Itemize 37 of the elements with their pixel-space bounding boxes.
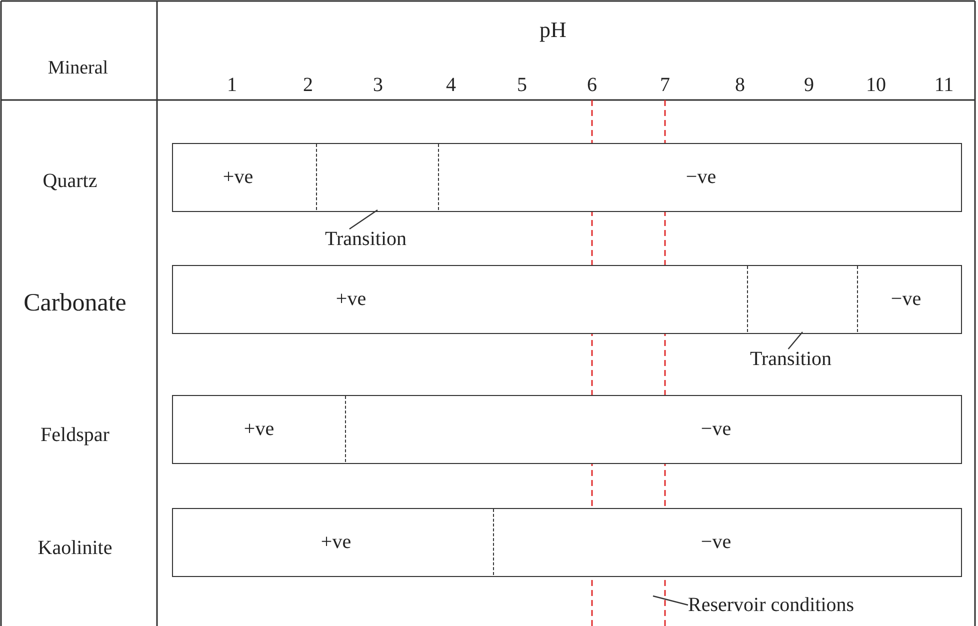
callout-text: Reservoir conditions — [688, 595, 854, 615]
charge-label: +ve — [336, 288, 366, 308]
tick-label: 1 — [227, 75, 237, 95]
charge-label: +ve — [222, 166, 254, 186]
leader-line — [652, 595, 688, 606]
axis-title: pH — [540, 19, 566, 41]
callout-text: Transition — [325, 229, 407, 249]
charge-label: −ve — [890, 288, 922, 308]
charge-label: −ve — [700, 532, 732, 552]
charge-bar — [172, 265, 962, 334]
tick-label: 4 — [446, 75, 456, 95]
callout-text: Transition — [750, 349, 832, 369]
row-label: Kaolinite — [38, 538, 112, 558]
charge-bar — [172, 143, 962, 212]
charge-label: +ve — [244, 418, 274, 438]
tick-label: 9 — [804, 75, 814, 95]
tick-label: 11 — [934, 75, 954, 95]
charge-label: −ve — [700, 418, 732, 438]
tick-label: 5 — [517, 75, 527, 95]
tick-label: 7 — [660, 75, 670, 95]
tick-label: 8 — [735, 75, 745, 95]
transition-zone — [316, 144, 439, 210]
transition-zone — [747, 266, 858, 332]
tick-label: 10 — [866, 75, 886, 95]
tick-label: 6 — [587, 75, 597, 95]
charge-bar — [172, 395, 962, 464]
charge-label: −ve — [686, 166, 716, 186]
leader-line — [349, 210, 378, 230]
row-label: Carbonate — [24, 290, 126, 316]
charge-bar — [172, 508, 962, 577]
column-header: Mineral — [48, 58, 108, 78]
row-label: Quartz — [42, 171, 98, 191]
charge-label: +ve — [320, 532, 352, 552]
row-label: Feldspar — [40, 425, 110, 445]
tick-label: 2 — [303, 75, 313, 95]
tick-label: 3 — [373, 75, 383, 95]
leader-line — [788, 332, 803, 350]
